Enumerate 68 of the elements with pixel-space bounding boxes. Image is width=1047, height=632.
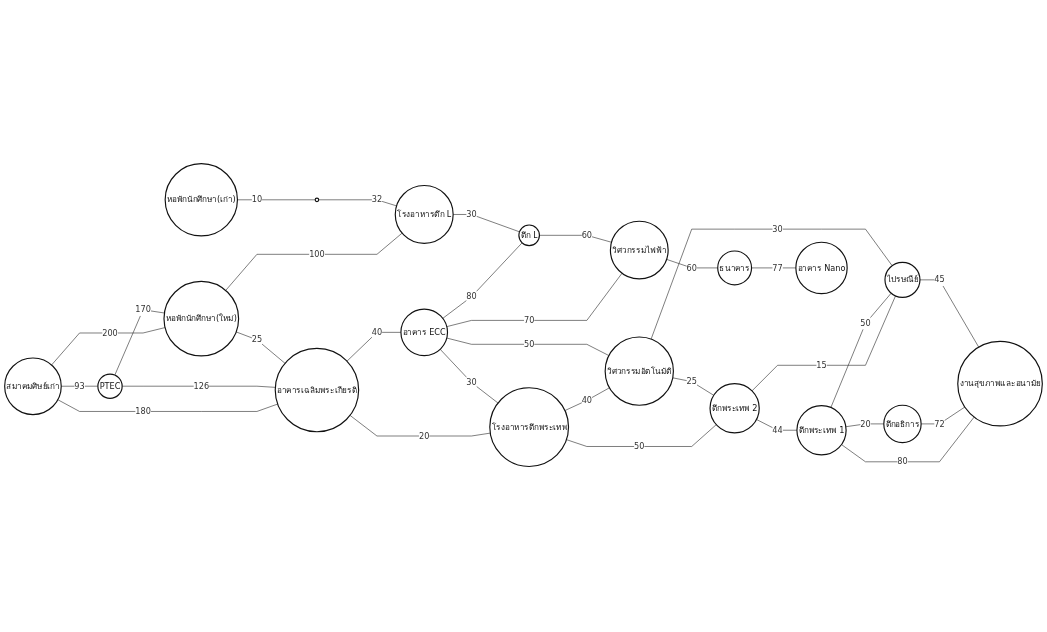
connector — [318, 199, 397, 207]
edge-label: 93 — [74, 381, 85, 391]
edge-label: 200 — [102, 328, 118, 338]
node-circle: ตึก L — [518, 224, 541, 247]
connector — [566, 424, 717, 447]
node-circle: PTEC — [97, 373, 123, 400]
edge-label: 30 — [466, 209, 477, 220]
node-circle: งานสุขภาพและอนามัย — [957, 341, 1043, 427]
node-circle: หอพักนักศึกษา(ใหม่) — [163, 280, 240, 357]
connector — [237, 199, 316, 201]
edge-label: 60 — [581, 230, 593, 240]
node-circle: โรงอาหารตึก L — [394, 185, 454, 245]
node-circle: ตึกพระเทพ 1 — [796, 405, 847, 456]
node-circle: วิศวกรรมไฟฟ้า — [609, 220, 669, 280]
edge-label: 30 — [772, 224, 783, 234]
edge-label: 100 — [309, 249, 325, 259]
edge-label: 60 — [686, 263, 697, 273]
node-circle — [314, 197, 320, 203]
edge-label: 25 — [251, 335, 263, 345]
edge-label: 40 — [581, 395, 593, 406]
connector — [57, 399, 278, 412]
edge-label: 70 — [523, 315, 535, 325]
edge-label: 40 — [371, 327, 383, 337]
connector — [442, 242, 523, 319]
node-circle: วิศวกรรมอัตโนมัติ — [604, 336, 674, 407]
connector — [225, 233, 403, 291]
edge-label: 50 — [634, 441, 645, 452]
node-circle: ธนาคาร — [717, 250, 753, 286]
connector — [751, 295, 896, 392]
node-circle: ตึกอธิการ — [883, 404, 922, 444]
edge-label: 20 — [860, 419, 871, 429]
edge-label: 20 — [419, 431, 430, 441]
node-circle: ไปรษณีย์ — [884, 262, 921, 299]
edge-label: 32 — [371, 195, 383, 205]
connector — [830, 293, 892, 408]
connector — [446, 273, 623, 328]
edge-label: 50 — [523, 339, 535, 349]
edge-label: 44 — [772, 425, 783, 435]
connector — [919, 279, 979, 348]
edge-label: 77 — [772, 263, 783, 273]
edge-label: 126 — [193, 381, 210, 391]
connector — [235, 331, 286, 364]
node-circle: โรงอาหารตึกพระเทพ — [489, 387, 570, 468]
edge-label: 15 — [816, 360, 827, 370]
connector — [439, 349, 499, 404]
node-circle: สมาคมศิษย์เก่า — [4, 357, 62, 416]
connector — [114, 309, 165, 376]
connector — [841, 417, 975, 463]
connector — [349, 415, 491, 437]
node-circle: อาคาร Nano — [795, 241, 848, 295]
edge-label: 45 — [934, 275, 945, 285]
node-circle: หอพักนักศึกษา(เก่า) — [164, 163, 238, 237]
edge-label: 25 — [686, 376, 697, 387]
connector — [564, 387, 610, 412]
edge-label: 80 — [897, 457, 908, 467]
node-circle: อาคารเฉลิมพระเกียรติ — [274, 347, 360, 433]
edge-label: 170 — [135, 305, 151, 315]
connector — [51, 327, 166, 366]
edge-label: 10 — [251, 195, 263, 205]
connector — [650, 229, 893, 340]
connector — [446, 337, 610, 357]
edge-label: 72 — [934, 419, 945, 429]
edge-label: 180 — [135, 406, 151, 417]
node-circle: อาคาร ECC — [400, 308, 449, 357]
edge-label: 80 — [466, 291, 477, 302]
edge-label: 50 — [860, 318, 871, 329]
edge-label: 30 — [466, 377, 477, 388]
node-circle: ตึกพระเทพ 2 — [709, 383, 760, 434]
